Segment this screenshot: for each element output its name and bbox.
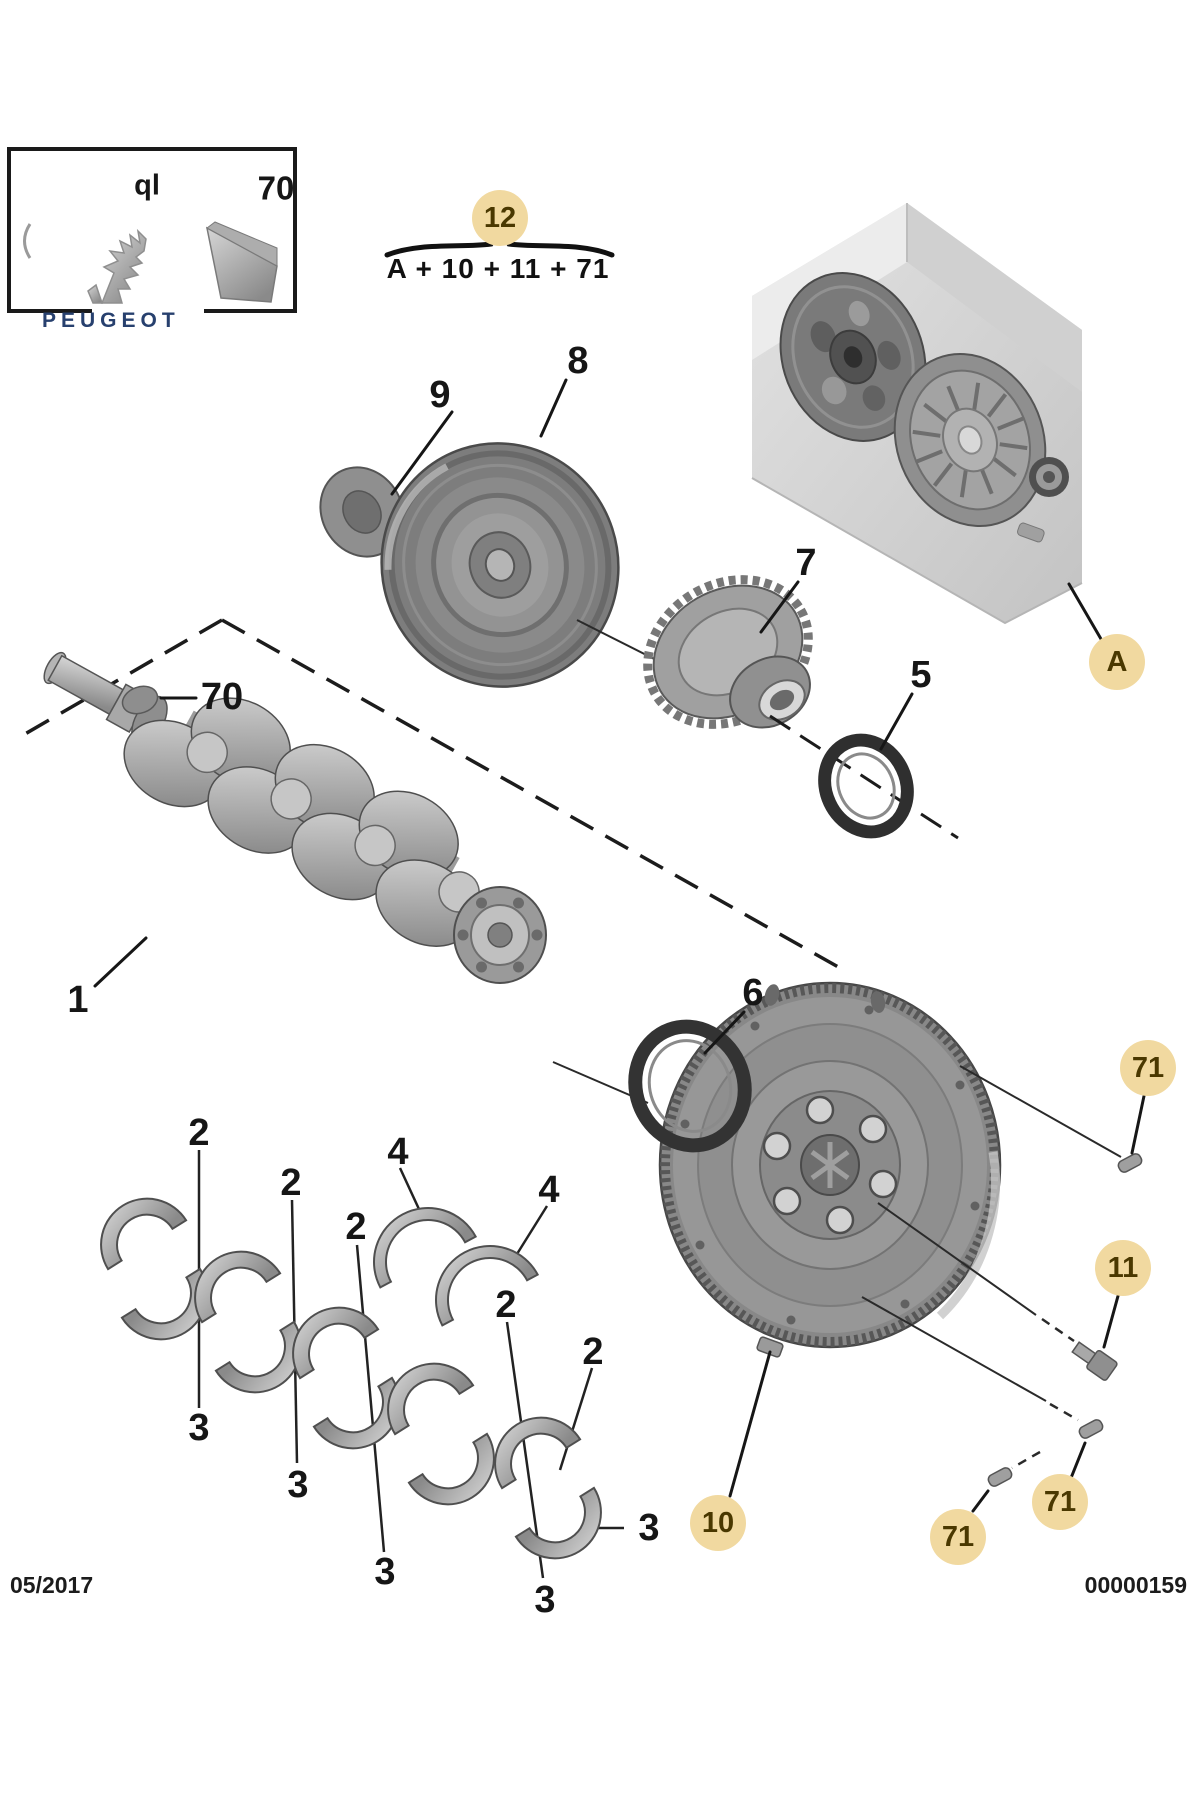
revision-date: 05/2017 [10, 1572, 94, 1598]
staple-mark [23, 223, 32, 259]
callout-circle-10[interactable]: 10 [690, 1495, 746, 1551]
pin-71 [1117, 1153, 1143, 1173]
release-bearing [1029, 457, 1069, 497]
leader-lines [93, 378, 1146, 1513]
document-number: 00000159 [1084, 1572, 1187, 1598]
brand-name: PEUGEOT [42, 309, 180, 332]
part-label-4: 4 [387, 1131, 409, 1173]
part-label-3: 3 [188, 1407, 210, 1449]
clutch-disc [779, 272, 927, 442]
part-label-2: 2 [582, 1331, 604, 1373]
part-label-2: 2 [495, 1284, 517, 1326]
logo-box [7, 147, 297, 315]
part-label-1: 1 [67, 979, 89, 1021]
part-label-70: 70 [200, 676, 244, 718]
woodruff-key-thumbnail [205, 221, 278, 303]
axis-dash-line [769, 714, 959, 840]
callout-circle-71-bottom[interactable]: 71 [930, 1509, 986, 1565]
callout-circle-71-top[interactable]: 71 [1120, 1040, 1176, 1096]
part-label-8: 8 [567, 340, 589, 382]
part-label-9: 9 [429, 374, 451, 416]
fastener-chains [861, 1065, 1143, 1487]
thrust-washer [415, 1225, 539, 1327]
pin-71 [1078, 1419, 1104, 1439]
timing-sprocket [643, 575, 813, 729]
part-label-5: 5 [910, 654, 932, 696]
callout-circle-11[interactable]: 11 [1095, 1240, 1151, 1296]
pin-71 [987, 1467, 1013, 1487]
box-inner-right-wall [907, 203, 1082, 392]
part-label-6: 6 [742, 972, 764, 1014]
part-label-2: 2 [345, 1206, 367, 1248]
clutch-kit-box [751, 203, 1083, 625]
flywheel-bolt-11 [1071, 1341, 1118, 1381]
peugeot-lion-logo [87, 228, 147, 304]
part-label-3: 3 [534, 1579, 556, 1621]
kit-formula: A + 10 + 11 + 71 [386, 253, 610, 284]
rear-oil-seal [628, 1019, 752, 1153]
callout-circle-71-mid[interactable]: 71 [1032, 1474, 1088, 1530]
callout-circle-12[interactable]: 12 [472, 190, 528, 246]
clutch-pressure-plate [893, 352, 1047, 528]
part-label-4: 4 [538, 1169, 560, 1211]
crankshaft-flange [453, 886, 547, 984]
part-label-2: 2 [188, 1112, 210, 1154]
part-label-7: 7 [795, 542, 817, 584]
crankshaft [43, 651, 547, 984]
woodruff-key [121, 685, 159, 715]
part-label-2: 2 [280, 1162, 302, 1204]
front-oil-seal [818, 733, 914, 839]
damper-pulley [380, 442, 620, 688]
part-label-3: 3 [638, 1507, 660, 1549]
part-label-3: 3 [374, 1551, 396, 1593]
part-label-3: 3 [287, 1464, 309, 1506]
kit-small-part [1017, 522, 1045, 543]
logo-box-part-number: 70 [257, 169, 295, 207]
callout-circle-A[interactable]: A [1089, 634, 1145, 690]
logo-box-corner-mark: ql [134, 169, 160, 202]
